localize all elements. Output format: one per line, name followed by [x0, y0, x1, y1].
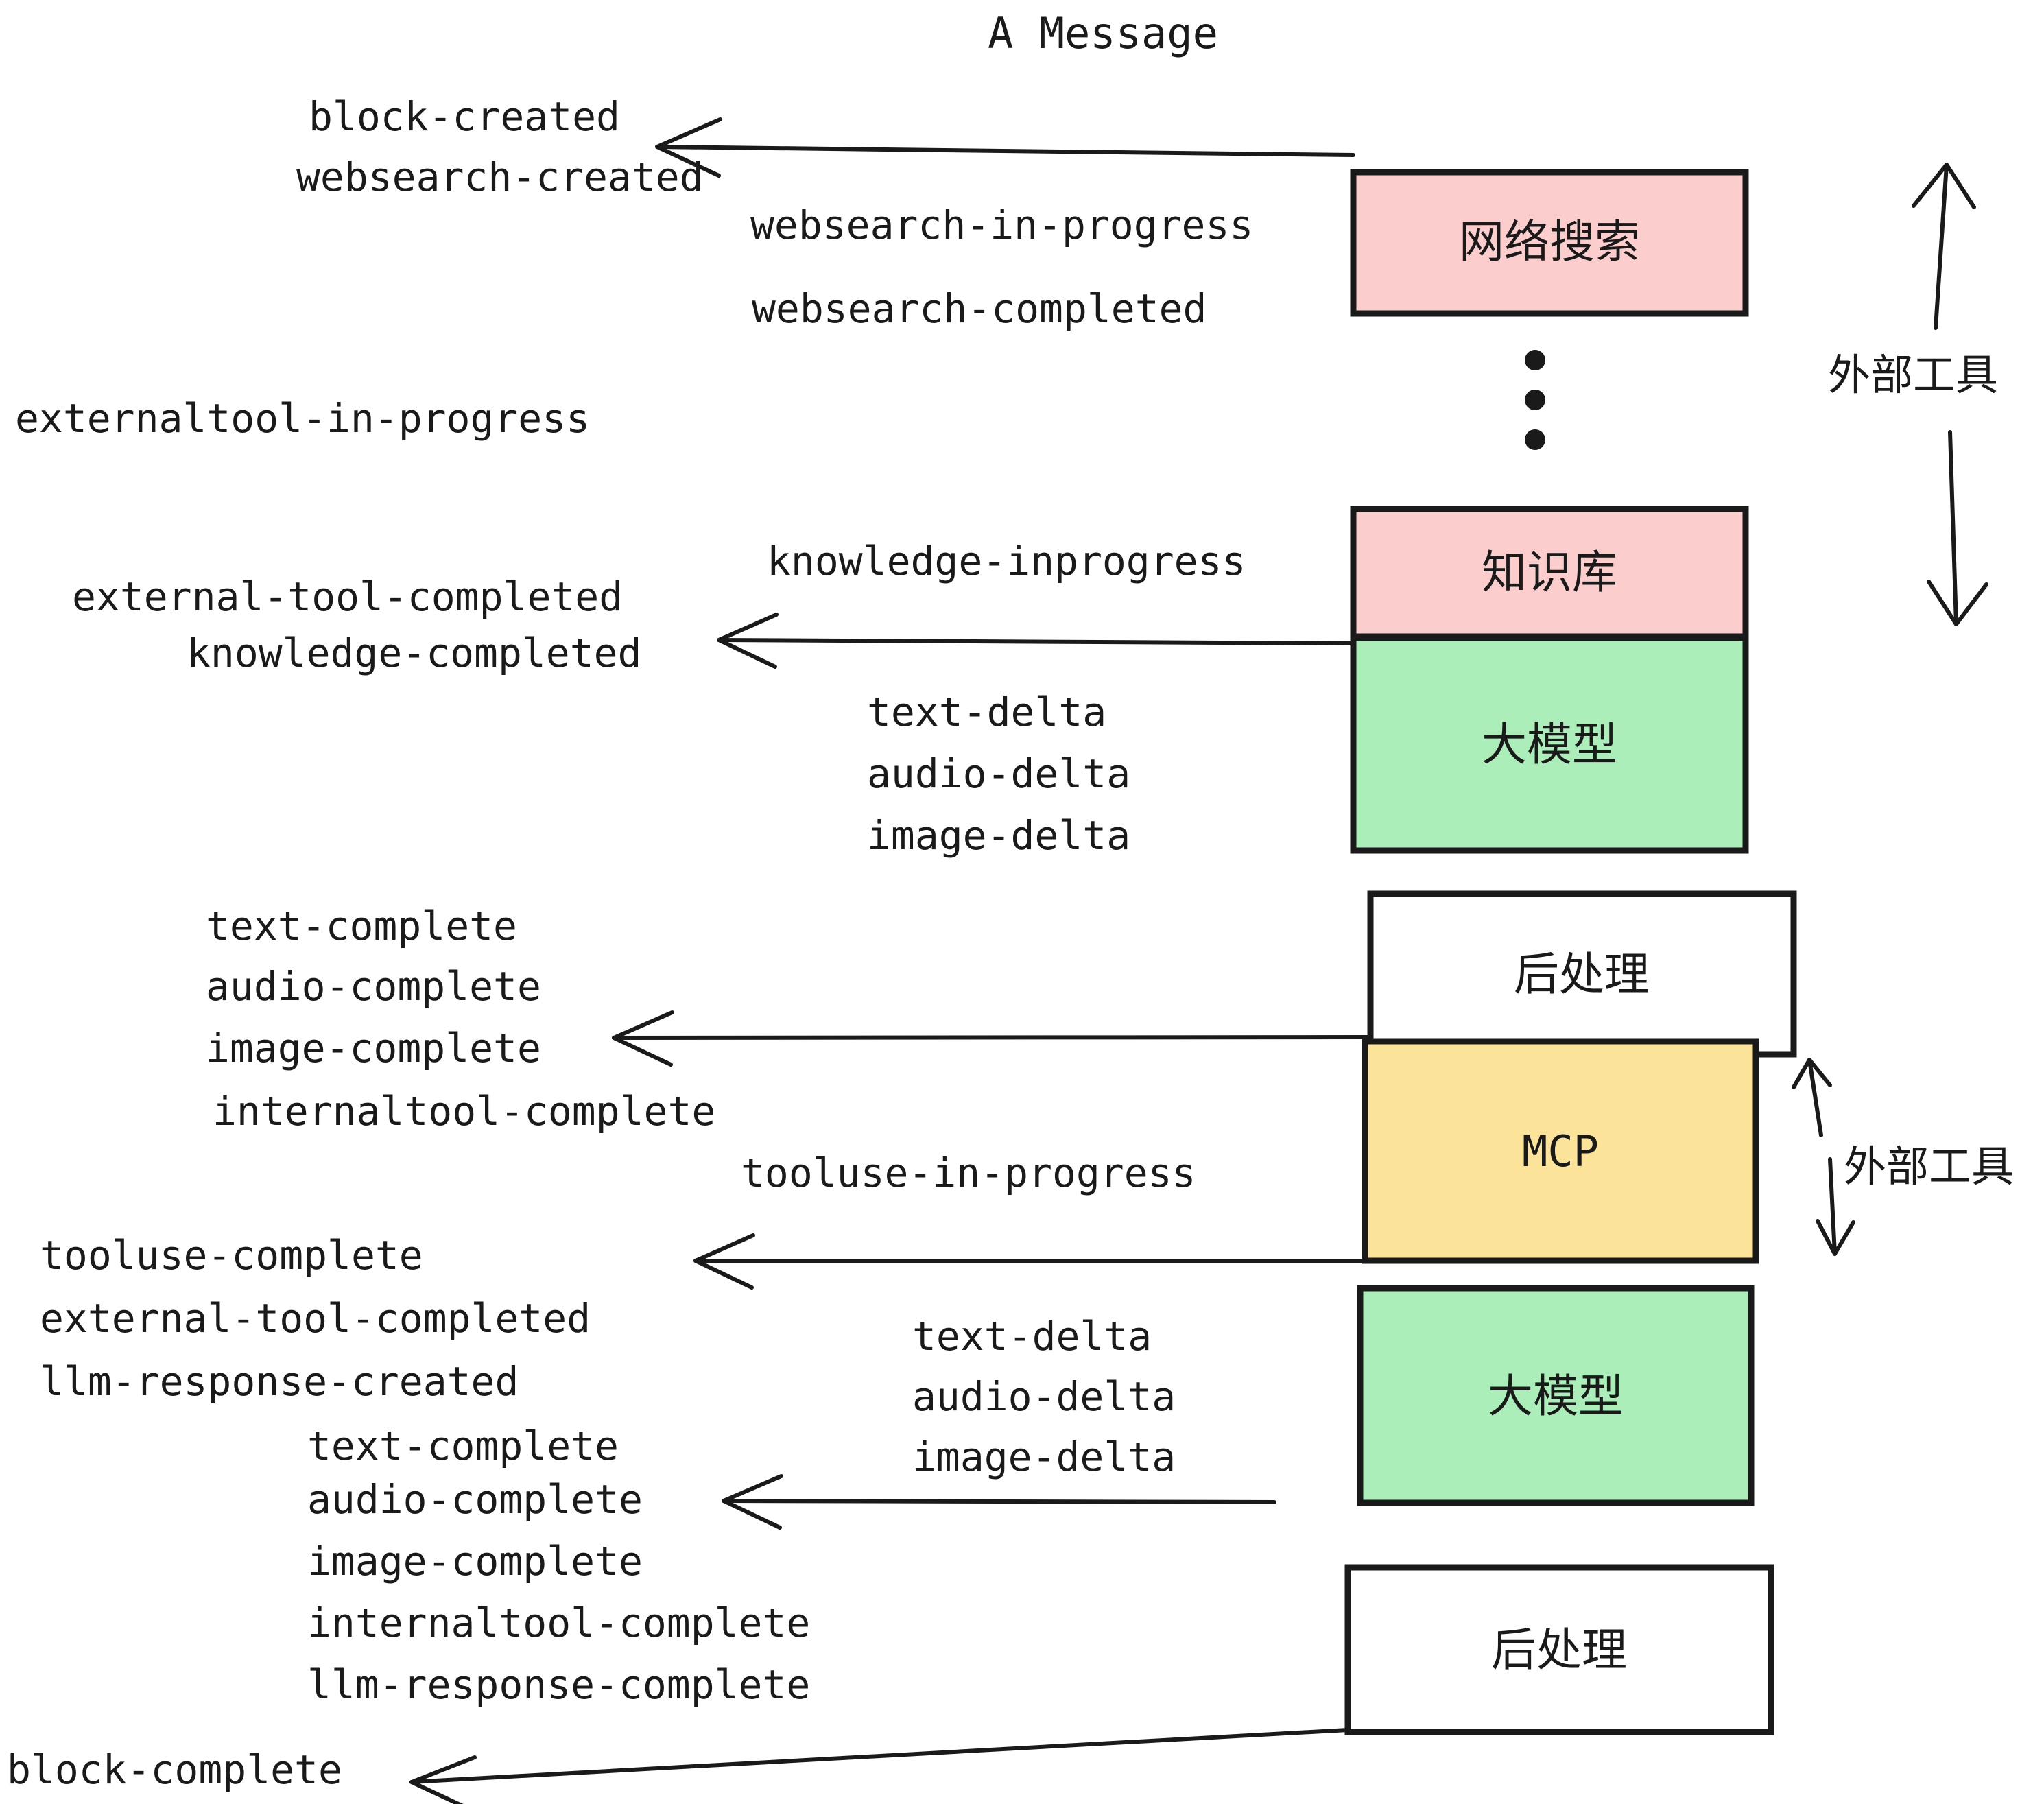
box-llm-top-label: 大模型: [1482, 718, 1617, 771]
event-external-tool-completed-2: external-tool-completed: [40, 1295, 591, 1342]
box-websearch[interactable]: 网络搜索: [1350, 169, 1749, 317]
event-tooluse-complete: tooluse-complete: [40, 1232, 423, 1279]
event-text-complete-2: text-complete: [307, 1423, 619, 1469]
box-llm-bottom-rect: [1357, 1285, 1755, 1506]
event-externaltool-in-progress: externaltool-in-progress: [15, 395, 590, 442]
event-audio-delta-2: audio-delta: [912, 1373, 1176, 1420]
side-label-external-tools-bottom: 外部工具: [1844, 1141, 2014, 1191]
box-postprocess-bottom-label: 后处理: [1491, 1624, 1627, 1676]
event-websearch-in-progress: websearch-in-progress: [750, 202, 1253, 248]
box-knowledge-rect: [1350, 506, 1749, 640]
ellipsis-dot: [1525, 390, 1545, 410]
flow-arrow-block-complete: [409, 1728, 1350, 1804]
event-websearch-created: websearch-created: [296, 154, 704, 200]
event-internaltool-complete-1: internaltool-complete: [213, 1088, 715, 1135]
box-mcp-label: MCP: [1522, 1126, 1599, 1176]
event-image-delta-2: image-delta: [912, 1434, 1176, 1480]
bracket-external-tools-top: [1912, 163, 1988, 626]
bracket-external-tools-bottom: [1792, 1058, 1855, 1256]
event-image-complete-2: image-complete: [307, 1538, 643, 1585]
event-text-delta-2: text-delta: [912, 1313, 1152, 1360]
side-label-external-tools-top: 外部工具: [1828, 350, 1998, 400]
event-text-complete-1: text-complete: [206, 903, 517, 949]
event-llm-response-created: llm-response-created: [40, 1358, 519, 1405]
event-audio-complete-2: audio-complete: [307, 1476, 643, 1523]
box-websearch-label: 网络搜索: [1459, 215, 1640, 268]
event-external-tool-completed-1: external-tool-completed: [72, 573, 623, 620]
event-internaltool-complete-2: internaltool-complete: [307, 1600, 810, 1646]
box-llm-top[interactable]: 大模型: [1350, 634, 1749, 854]
ellipsis-dot: [1525, 350, 1545, 370]
event-knowledge-completed: knowledge-completed: [187, 630, 641, 676]
box-postprocess-top-label: 后处理: [1514, 948, 1650, 1001]
flow-arrow-tooluse-complete: [693, 1233, 1367, 1290]
box-llm-top-rect: [1350, 634, 1749, 854]
event-image-delta-1: image-delta: [867, 812, 1130, 859]
box-knowledge-label: 知识库: [1482, 546, 1617, 599]
box-knowledge[interactable]: 知识库: [1350, 506, 1749, 640]
box-llm-bottom-label: 大模型: [1488, 1370, 1624, 1423]
box-postprocess-bottom-rect: [1344, 1564, 1774, 1735]
event-block-created: block-created: [309, 93, 620, 140]
event-websearch-completed: websearch-completed: [752, 285, 1207, 332]
box-mcp[interactable]: MCP: [1362, 1038, 1759, 1264]
event-llm-response-complete: llm-response-complete: [307, 1661, 810, 1708]
box-mcp-rect: [1362, 1038, 1759, 1264]
ellipsis-dots: [1525, 350, 1545, 450]
box-llm-bottom[interactable]: 大模型: [1357, 1285, 1755, 1506]
event-audio-complete-1: audio-complete: [206, 963, 541, 1010]
flow-arrow-image-complete: [612, 1010, 1372, 1067]
flow-arrow-audio-complete: [722, 1474, 1276, 1530]
event-text-delta-1: text-delta: [867, 689, 1106, 735]
event-tooluse-in-progress: tooluse-in-progress: [741, 1150, 1196, 1196]
event-block-complete: block-complete: [7, 1746, 342, 1793]
box-websearch-rect: [1350, 169, 1749, 317]
page-title: A Message: [988, 8, 1218, 58]
ellipsis-dot: [1525, 429, 1545, 450]
flow-arrow-knowledge-completed: [717, 613, 1355, 669]
box-postprocess-bottom[interactable]: 后处理: [1344, 1564, 1774, 1735]
box-postprocess-top[interactable]: 后处理: [1367, 890, 1797, 1058]
event-audio-delta-1: audio-delta: [867, 750, 1130, 797]
event-knowledge-inprogress: knowledge-inprogress: [767, 538, 1246, 584]
event-image-complete-1: image-complete: [206, 1025, 541, 1071]
flow-arrow-block-created: [655, 117, 1355, 178]
